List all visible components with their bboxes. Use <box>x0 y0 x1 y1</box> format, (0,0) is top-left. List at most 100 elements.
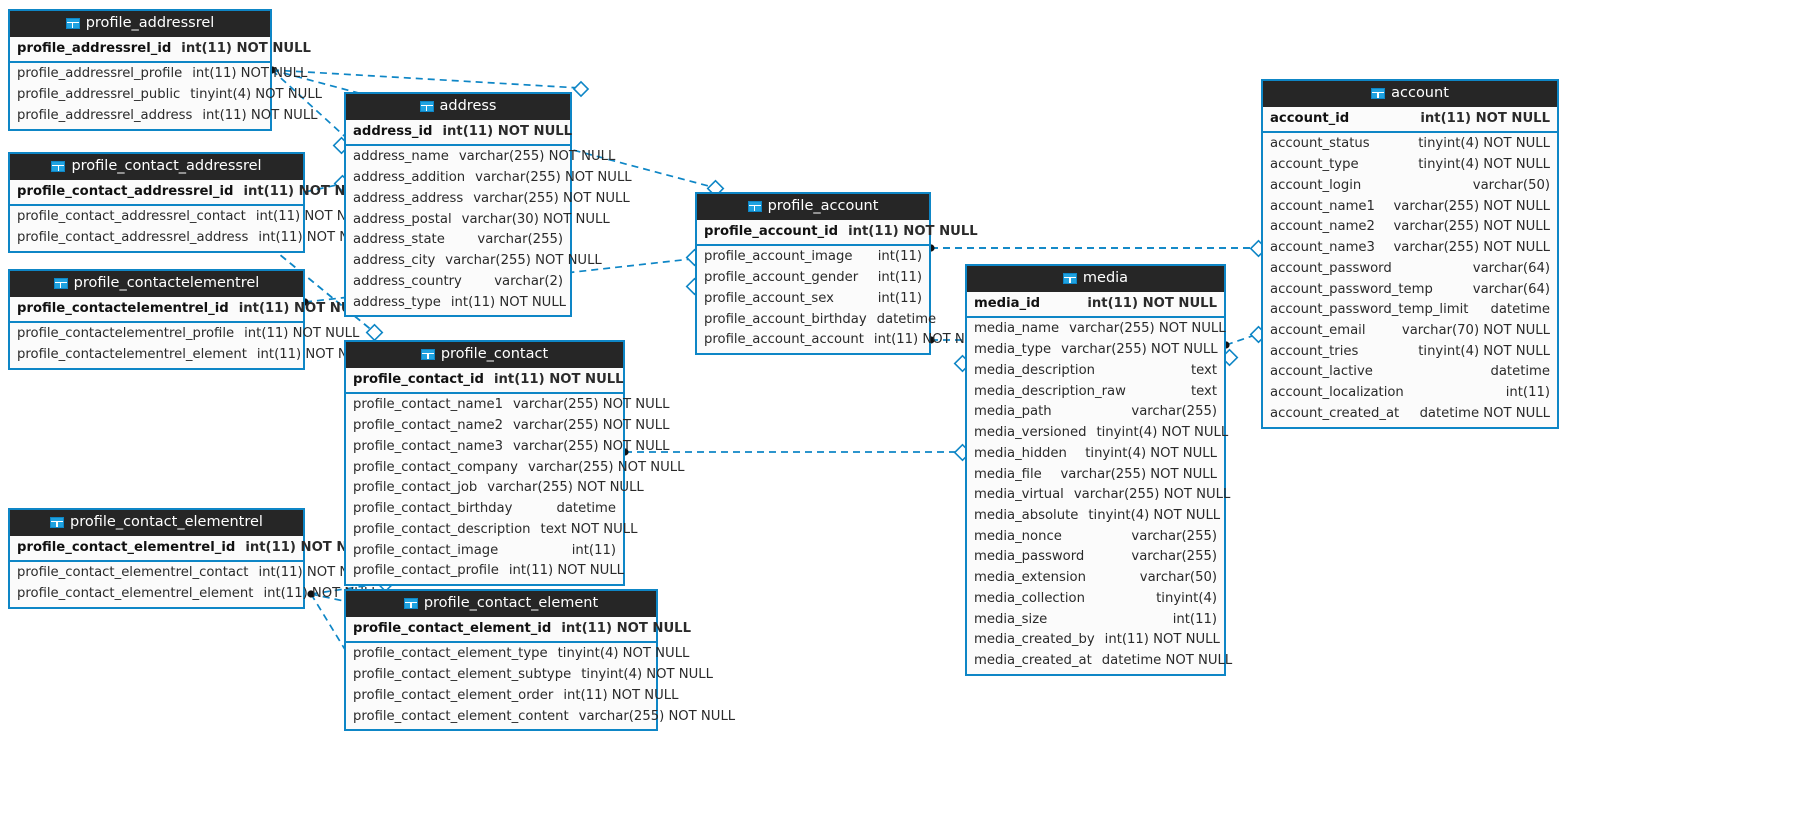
table-header[interactable]: profile_contact_addressrel <box>10 154 303 180</box>
table-header[interactable]: profile_contact_elementrel <box>10 510 303 536</box>
table-header[interactable]: profile_account <box>697 194 929 220</box>
primary-key-name: profile_contact_elementrel_id <box>17 539 236 555</box>
table-header[interactable]: media <box>967 266 1224 292</box>
table-header[interactable]: profile_contact_element <box>346 591 656 617</box>
table-header[interactable]: profile_addressrel <box>10 11 270 37</box>
column-type: varchar(255) NOT NULL <box>578 708 736 724</box>
table-header[interactable]: address <box>346 94 570 120</box>
table-header[interactable]: profile_contactelementrel <box>10 271 303 297</box>
table-header[interactable]: profile_contact <box>346 342 623 368</box>
primary-key-name: profile_contact_id <box>353 371 484 387</box>
table-header[interactable]: account <box>1263 81 1557 107</box>
